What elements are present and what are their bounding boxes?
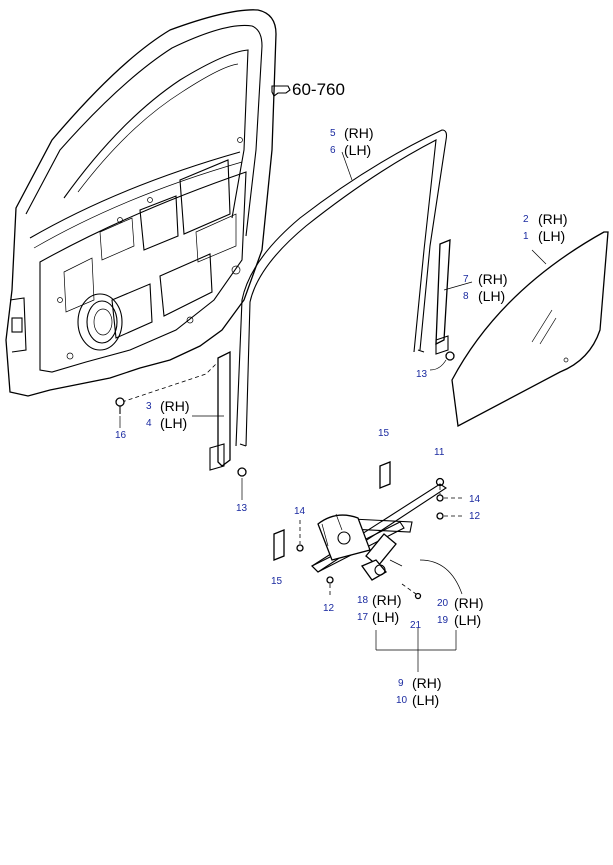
callout-assembly-rh: 9 <box>398 678 404 689</box>
callout-bolt-front: 16 <box>115 430 127 441</box>
label-lh: (LH) <box>160 415 187 431</box>
window-regulator <box>273 461 463 600</box>
callout-run-rh: 5 <box>330 128 336 139</box>
callout-glass-lh: 1 <box>523 231 529 242</box>
callout-bolt-upper-a: 14 <box>469 494 481 505</box>
callout-motor-lh: 17 <box>357 612 369 623</box>
callout-screw-motor: 21 <box>410 620 422 631</box>
nut-13-rear <box>429 351 455 371</box>
callout-nut-regulator: 11 <box>434 447 445 458</box>
label-lh: (LH) <box>344 142 371 158</box>
label-rh: (RH) <box>454 595 484 611</box>
door-inner-panel <box>5 9 277 397</box>
assembly-bracket <box>375 628 457 672</box>
callout-motor-rh: 18 <box>357 595 369 606</box>
reference-marker: 60-760 <box>271 80 345 99</box>
reference-code: 60-760 <box>292 80 345 99</box>
label-lh: (LH) <box>412 692 439 708</box>
label-lh: (LH) <box>454 612 481 628</box>
door-glass <box>451 231 609 428</box>
callout-front-channel-lh: 4 <box>146 418 152 429</box>
callout-bolt-lower-b: 12 <box>323 603 335 614</box>
callout-front-channel-rh: 3 <box>146 401 152 412</box>
bolt-16 <box>115 397 125 428</box>
callout-regulator-lh: 19 <box>437 615 449 626</box>
label-lh: (LH) <box>372 609 399 625</box>
callout-rear-channel-rh: 7 <box>463 274 469 285</box>
label-lh: (LH) <box>538 228 565 244</box>
callout-glass-rh: 2 <box>523 214 529 225</box>
front-glass-channel <box>121 350 231 471</box>
label-rh: (RH) <box>160 398 190 414</box>
label-rh: (RH) <box>478 271 508 287</box>
label-rh: (RH) <box>344 125 374 141</box>
label-rh: (RH) <box>412 675 442 691</box>
pointing-hand-icon <box>271 85 291 97</box>
rear-glass-channel <box>435 239 473 355</box>
nut-13-front <box>237 467 247 500</box>
callout-bolt-upper-b: 12 <box>469 511 481 522</box>
label-lh: (LH) <box>478 288 505 304</box>
callout-rear-channel-lh: 8 <box>463 291 469 302</box>
callout-regulator-rh: 20 <box>437 598 449 609</box>
callout-assembly-lh: 10 <box>396 695 408 706</box>
label-rh: (RH) <box>372 592 402 608</box>
callout-nut-front: 13 <box>236 503 248 514</box>
label-rh: (RH) <box>538 211 568 227</box>
glass-run-channel <box>235 129 448 447</box>
callout-bracket-bottom: 15 <box>271 576 283 587</box>
callout-nut-rear: 13 <box>416 369 428 380</box>
callout-bracket-top: 15 <box>378 428 390 439</box>
callout-run-lh: 6 <box>330 145 336 156</box>
callout-bolt-lower-a: 14 <box>294 506 306 517</box>
